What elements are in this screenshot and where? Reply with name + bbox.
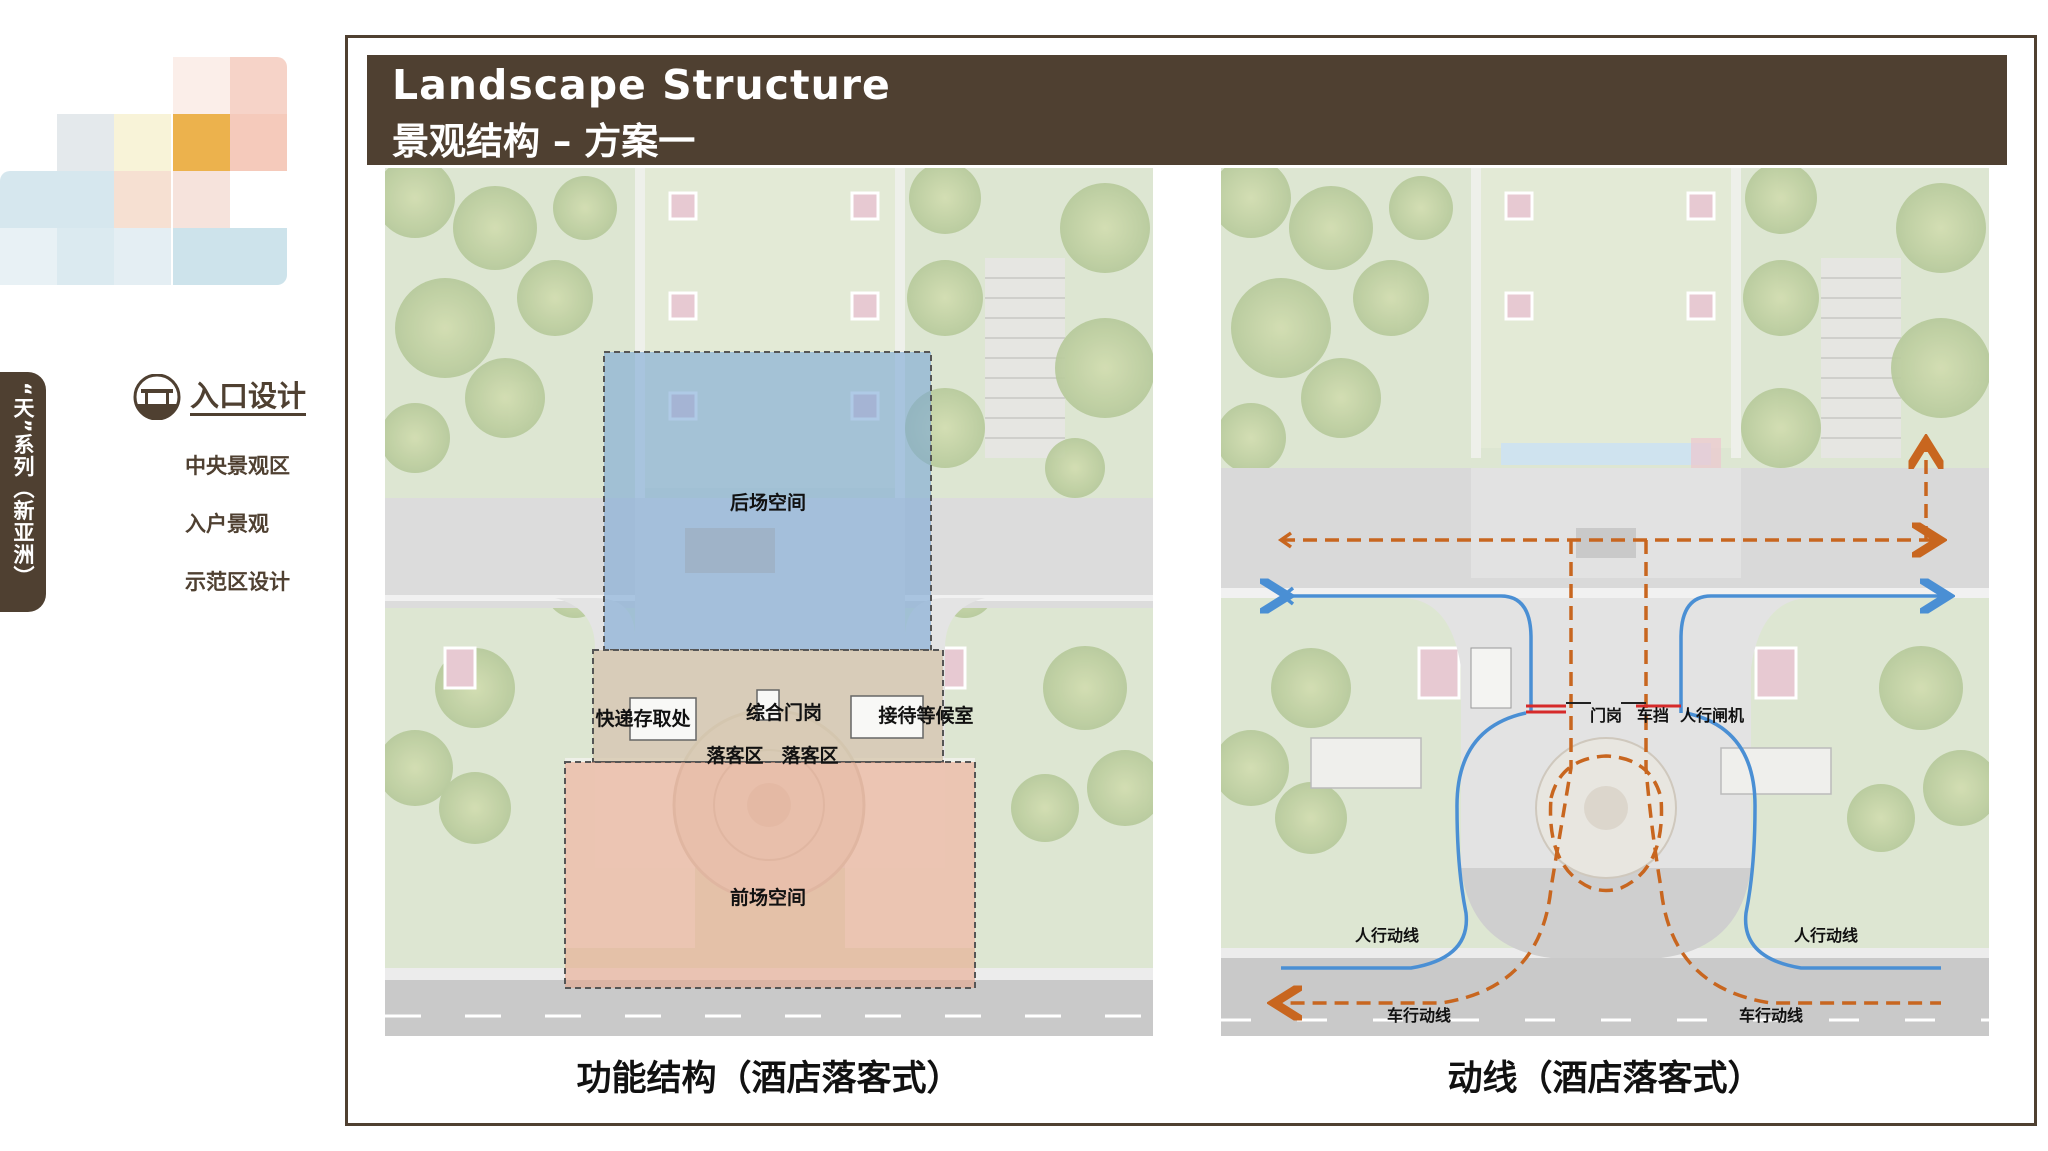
functional-plan-drawing: 后场空间 快递存取处 综合门岗 接待等候室 落客区 落客区 前场空间 [385,168,1153,1036]
series-vertical-tab: “天”系列（新亚洲） [0,372,46,612]
label-rear-space: 后场空间 [730,491,806,514]
pavilion-icon [133,374,181,420]
label-waiting-room: 接待等候室 [878,704,973,727]
series-tab-label: “天”系列（新亚洲） [11,382,35,588]
label-front-space: 前场空间 [730,886,806,909]
title-chinese: 景观结构 – 方案一 [392,120,696,163]
nav-item-household-landscape[interactable]: 入户景观 [185,512,269,536]
label-gate: 门岗 [1590,706,1622,725]
label-barrier: 车挡 [1637,706,1669,725]
circulation-plan: 门岗 车挡 人行闸机 人行动线 人行动线 车行动线 车行动线 [1221,168,1989,1036]
title-banner: Landscape Structure 景观结构 – 方案一 [367,55,2007,165]
nav-item-central-landscape[interactable]: 中央景观区 [185,454,290,478]
label-express-pickup: 快递存取处 [595,707,691,730]
label-dropoff-right: 落客区 [781,744,838,767]
nav-item-demo-area[interactable]: 示范区设计 [185,570,290,594]
label-gatehouse: 综合门岗 [746,701,822,724]
label-ped-flow-right: 人行动线 [1794,926,1858,945]
label-ped-flow-left: 人行动线 [1355,926,1419,945]
title-english: Landscape Structure [392,61,891,109]
nav-item-entrance-design[interactable]: 入口设计 [132,374,307,420]
zone-rear-space [603,351,932,651]
label-veh-flow-right: 车行动线 [1739,1006,1803,1025]
circulation-plan-drawing: 门岗 车挡 人行闸机 人行动线 人行动线 车行动线 车行动线 [1221,168,1989,1036]
functional-structure-plan: 后场空间 快递存取处 综合门岗 接待等候室 落客区 落客区 前场空间 [385,168,1153,1036]
nav-active-label: 入口设计 [190,379,307,416]
caption-circulation: 动线（酒店落客式） [1447,1059,1763,1099]
content-frame [345,35,2037,1126]
label-veh-flow-left: 车行动线 [1387,1006,1451,1025]
zone-front-space [564,761,976,989]
label-dropoff-left: 落客区 [706,744,763,767]
label-turnstile: 人行闸机 [1680,706,1744,725]
caption-functional-structure: 功能结构（酒店落客式） [576,1059,962,1099]
